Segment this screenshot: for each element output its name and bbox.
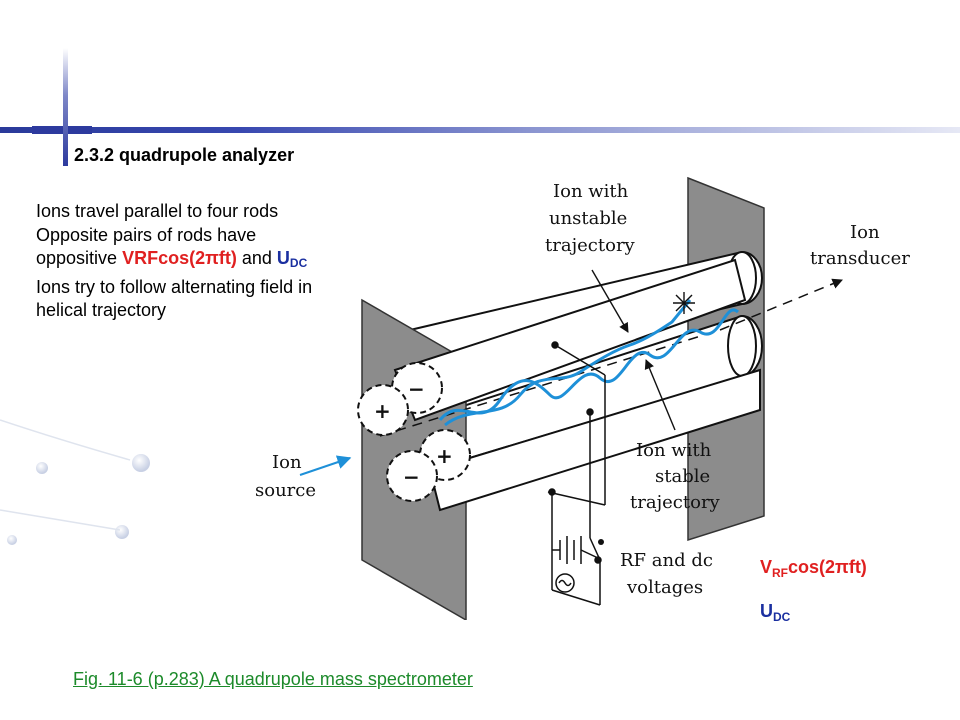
minus-sign: − [408, 377, 425, 401]
bubble [7, 535, 17, 545]
ion-stable-label: stable [655, 466, 710, 487]
rf-term: VRFcos(2πft) [122, 248, 237, 268]
dc-term: UDC [276, 248, 308, 270]
bubble [36, 462, 48, 474]
bullet-line: helical trajectory [36, 300, 167, 320]
ion-source-label: source [255, 480, 316, 501]
quadrupole-diagram: − + + − Ion with unstable traj [255, 176, 910, 620]
rod-bottom-front [428, 368, 761, 512]
unstable-trajectory [444, 299, 692, 427]
vertical-rule [63, 48, 68, 166]
ion-axis-arrow [719, 278, 843, 331]
rf-dc-label: voltages [626, 577, 703, 598]
ion-stable-label: trajectory [630, 492, 721, 513]
ion-source-label: Ion [272, 452, 302, 473]
ion-unstable-label: trajectory [545, 235, 636, 256]
plus-sign: + [436, 444, 453, 468]
rod-end [727, 315, 757, 377]
stable-pointer [644, 359, 676, 431]
minus-sign: − [403, 465, 420, 489]
ion-source-arrow [299, 455, 352, 476]
header-rule [0, 127, 960, 133]
header-rule-accent [32, 126, 92, 134]
wiring [547, 341, 606, 606]
bubble [132, 454, 150, 472]
ion-axis [379, 329, 721, 437]
bubble [115, 525, 129, 539]
bullet-text: Ions travel parallel to four rods Opposi… [36, 200, 436, 323]
stable-trajectory [438, 308, 740, 421]
ion-unstable-label: unstable [549, 208, 627, 229]
rod-end-circle [357, 384, 409, 436]
bullet-line: Ions travel parallel to four rods [36, 201, 279, 221]
ion-transducer-label: transducer [810, 248, 910, 269]
slide-title: 2.3.2 quadrupole analyzer [74, 145, 295, 165]
legend-rf: VRFcos(2πft) [760, 557, 867, 580]
bullet-line: Opposite pairs of rods have [36, 224, 257, 245]
plus-sign: + [374, 399, 391, 423]
ion-stable-label: Ion with [636, 440, 712, 461]
legend-dc: UDC [760, 601, 791, 624]
decorative-bubbles [0, 419, 150, 545]
bullet-line: oppositive VRFcos(2πft) and UDC [36, 248, 308, 270]
figure-caption[interactable]: Fig. 11-6 (p.283) A quadrupole mass spec… [73, 669, 473, 689]
ion-transducer-label: Ion [850, 222, 880, 243]
rod-end-circle [386, 450, 438, 502]
unstable-pointer [591, 269, 629, 333]
bullet-line: Ions try to follow alternating field in [36, 276, 313, 297]
collision-burst [673, 292, 695, 314]
rf-dc-label: RF and dc [620, 550, 713, 571]
ion-unstable-label: Ion with [553, 181, 629, 202]
